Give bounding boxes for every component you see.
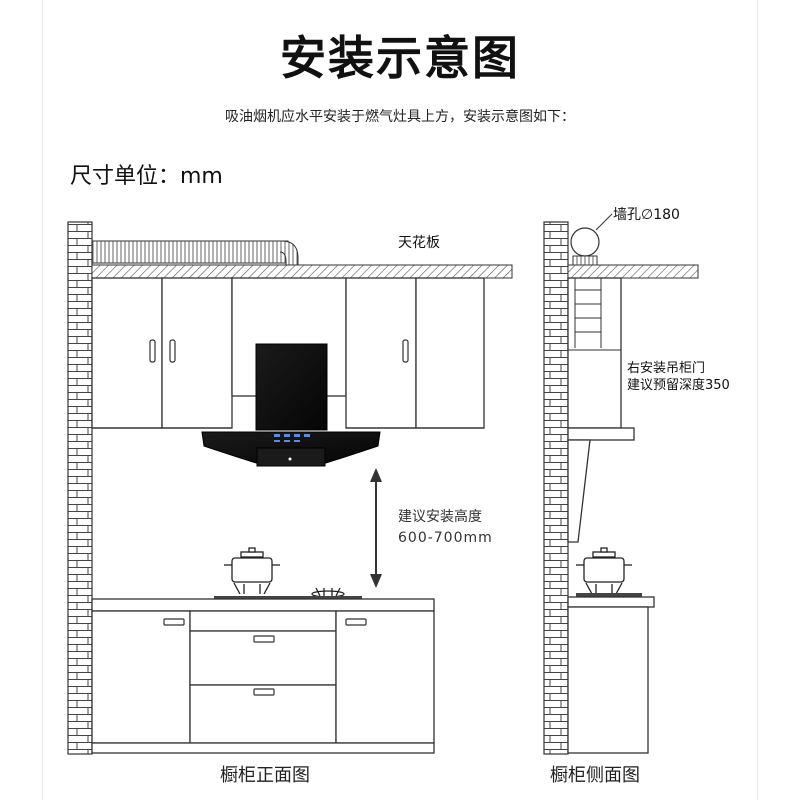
side-cabinet-note-line-1: 右安装吊柜门 xyxy=(627,361,705,376)
front-countertop xyxy=(91,598,435,612)
lower-cabinets xyxy=(91,610,435,754)
front-brick-wall xyxy=(67,221,93,755)
height-label-line-1: 建议安装高度 xyxy=(398,508,482,525)
front-cooktop xyxy=(214,596,362,600)
wall-hole xyxy=(570,227,600,257)
height-label-line-2: 600-700mm xyxy=(398,530,493,546)
range-hood-base xyxy=(256,447,326,467)
wall-hole-leader xyxy=(595,213,613,231)
upper-cabinet-handles xyxy=(149,339,409,363)
side-view: 墙孔∅180 右安装吊柜门 建议预留深度350 xyxy=(543,207,730,786)
front-pot xyxy=(224,547,280,595)
side-brick-wall xyxy=(543,221,569,755)
front-ceiling-slab xyxy=(91,264,513,279)
page-title: 安装示意图 xyxy=(280,31,520,85)
height-arrow xyxy=(370,468,382,588)
page-subtitle: 吸油烟机应水平安装于燃气灶具上方，安装示意图如下： xyxy=(225,109,575,125)
upper-cabinets xyxy=(91,277,485,429)
ceiling-label: 天花板 xyxy=(398,235,440,251)
side-range-hood xyxy=(567,427,635,543)
side-upper-cabinet xyxy=(567,277,622,429)
page-border-right xyxy=(757,0,758,800)
front-view-caption: 橱柜正面图 xyxy=(220,765,310,786)
range-hood-control-panel xyxy=(274,434,310,442)
side-cooktop xyxy=(576,593,642,597)
range-hood xyxy=(201,343,381,467)
side-pot xyxy=(576,547,632,595)
page-border-left xyxy=(42,0,43,800)
wall-hole-label: 墙孔∅180 xyxy=(613,207,680,223)
unit-label: 尺寸单位：mm xyxy=(70,164,223,189)
front-view: 天花板 xyxy=(67,221,513,786)
side-lower-cabinet xyxy=(567,606,649,754)
side-duct-vertical xyxy=(568,278,621,351)
side-countertop xyxy=(567,596,655,608)
exhaust-duct xyxy=(91,240,289,264)
range-hood-light xyxy=(288,457,292,461)
side-ceiling-slab xyxy=(567,264,699,279)
range-hood-chimney xyxy=(255,343,328,431)
lower-cabinet-handles xyxy=(163,618,367,696)
side-view-caption: 橱柜侧面图 xyxy=(550,765,640,786)
front-burner-right xyxy=(311,587,345,598)
side-cabinet-note-line-2: 建议预留深度350 xyxy=(627,377,730,393)
